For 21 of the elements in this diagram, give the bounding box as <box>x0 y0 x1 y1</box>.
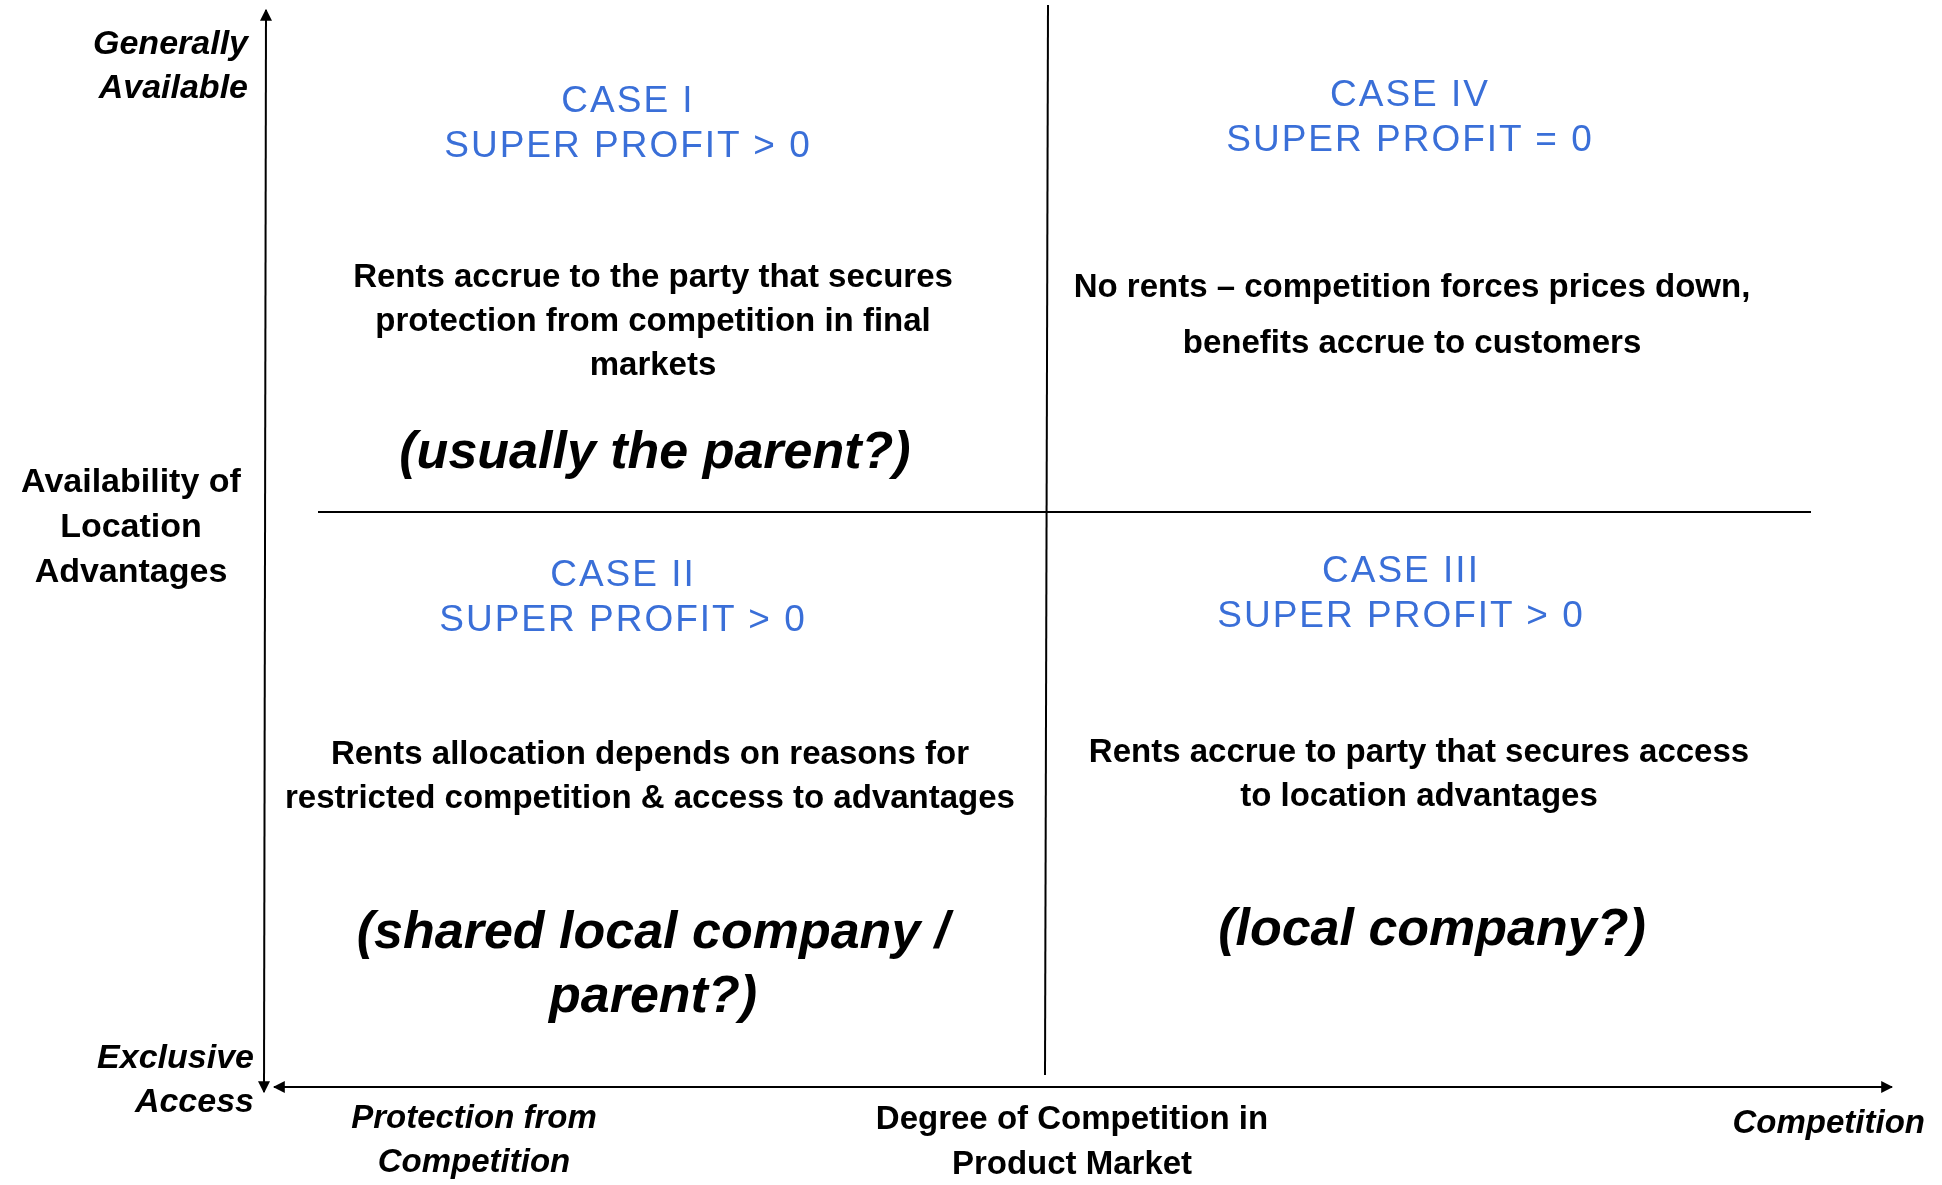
case-heading: CASE II <box>549 552 697 596</box>
quadrant-note: (shared local company / parent?) <box>328 898 978 1026</box>
quadrant-description: Rents allocation depends on reasons for restricted competition & access to advantages <box>284 733 1016 817</box>
axis-label: Availability of Location Advantages <box>20 460 242 591</box>
quadrant-description: Rents accrue to party that secures access to location advantages <box>1087 731 1751 815</box>
quadrant-description: Rents accrue to the party that secures protection from competition in final markets <box>352 256 954 384</box>
case-heading: CASE I <box>560 78 696 122</box>
case-heading: SUPER PROFIT > 0 <box>443 123 813 167</box>
axis-label: Generally Available <box>92 22 248 107</box>
case-heading: SUPER PROFIT > 0 <box>1216 593 1586 637</box>
quadrant-note: (local company?) <box>1217 897 1647 958</box>
axis-label: Exclusive Access <box>96 1036 254 1121</box>
axis-label: Degree of Competition in Product Market <box>874 1098 1270 1183</box>
axis-label: Protection from Competition <box>350 1097 598 1181</box>
axis-label: Competition <box>1731 1102 1925 1142</box>
case-heading: CASE IV <box>1329 72 1491 116</box>
case-heading: SUPER PROFIT = 0 <box>1225 117 1595 161</box>
quadrant-description: No rents – competition forces prices down, benefits accrue to customers <box>1072 266 1752 362</box>
case-heading: SUPER PROFIT > 0 <box>438 597 808 641</box>
case-heading: CASE III <box>1321 548 1481 592</box>
quadrant-note: (usually the parent?) <box>398 420 912 481</box>
